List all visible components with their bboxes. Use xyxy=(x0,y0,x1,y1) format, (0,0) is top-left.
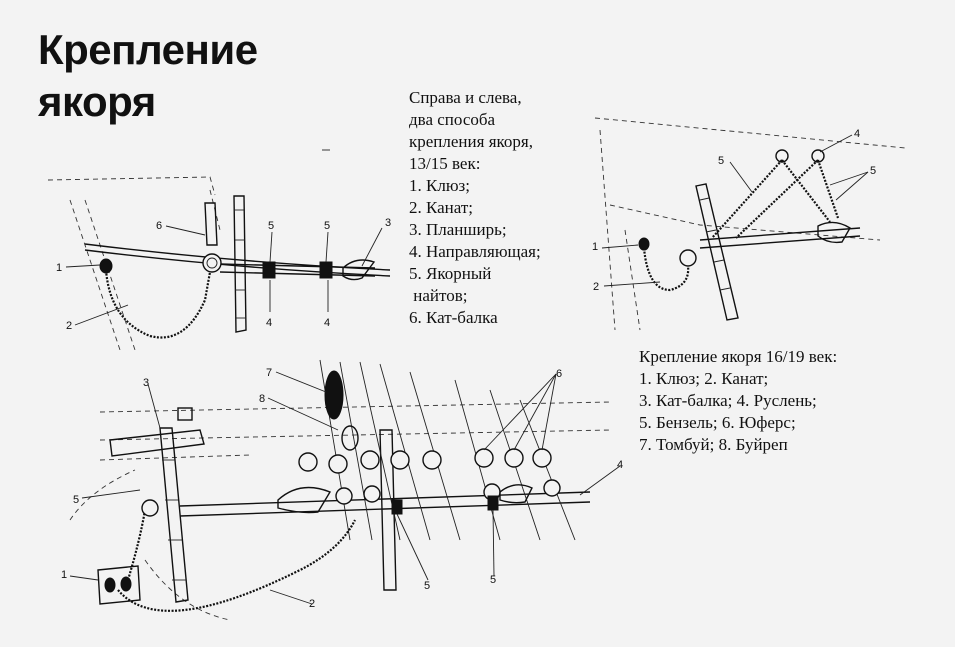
d1-label-cathead: 6 xyxy=(156,220,162,232)
caption-left-line-5: 1. Клюз; xyxy=(409,176,470,195)
d1-label-guide-a: 4 xyxy=(266,317,272,329)
caption-left-line-8: 4. Направляющая; xyxy=(409,242,541,261)
diagram-13-15-right: 4 5 5 1 2 xyxy=(592,117,906,331)
caption-16-19-century: Крепление якоря 16/19 век: 1. Клюз; 2. К… xyxy=(639,346,837,456)
d2-label-eye: 4 xyxy=(854,128,860,140)
d2-label-hawse: 1 xyxy=(592,241,598,253)
d3-label-cathead: 3 xyxy=(143,377,149,389)
caption-right-line-2: 1. Клюз; 2. Канат; xyxy=(639,369,769,388)
caption-left-line-4: 13/15 век: xyxy=(409,154,481,173)
caption-left-line-1: Справа и слева, xyxy=(409,88,522,107)
d2-label-lashing-a: 5 xyxy=(718,155,724,167)
d1-label-cable: 2 xyxy=(66,320,72,332)
caption-left-line-11: 6. Кат-балка xyxy=(409,308,498,327)
caption-left-line-10: найтов; xyxy=(409,286,468,305)
d3-label-seizing-b: 5 xyxy=(490,574,496,586)
d1-label-lashing-a: 5 xyxy=(268,220,274,232)
diagram-13-15-left: 1 2 6 5 5 3 4 4 xyxy=(47,149,391,351)
d3-label-buoy: 7 xyxy=(266,367,272,379)
d3-label-cable: 2 xyxy=(309,598,315,610)
d1-label-planksheer: 3 xyxy=(385,217,391,229)
caption-right-line-5: 7. Томбуй; 8. Буйреп xyxy=(639,435,788,454)
d1-label-lashing-b: 5 xyxy=(324,220,330,232)
diagram-16-19-bottom: 7 8 3 5 6 4 1 2 5 5 xyxy=(61,359,623,621)
d3-label-buoy-rope: 8 xyxy=(259,393,265,405)
d2-label-lashing-b: 5 xyxy=(870,165,876,177)
d2-label-cable: 2 xyxy=(593,281,599,293)
caption-left-line-7: 3. Планширь; xyxy=(409,220,507,239)
title-line-1: Крепление xyxy=(38,26,258,73)
caption-left-line-9: 5. Якорный xyxy=(409,264,492,283)
d3-label-seizing-left: 5 xyxy=(73,494,79,506)
d1-label-guide-b: 4 xyxy=(324,317,330,329)
caption-right-line-4: 5. Бензель; 6. Юферс; xyxy=(639,413,796,432)
caption-right-line-1: Крепление якоря 16/19 век: xyxy=(639,347,838,366)
caption-left-line-3: крепления якоря, xyxy=(409,132,533,151)
caption-right-line-3: 3. Кат-балка; 4. Руслень; xyxy=(639,391,817,410)
d3-label-seizing-a: 5 xyxy=(424,580,430,592)
caption-left-line-6: 2. Канат; xyxy=(409,198,474,217)
caption-13-15-century: Справа и слева, два способа крепления як… xyxy=(409,87,574,329)
d3-label-channel: 4 xyxy=(617,459,623,471)
title-line-2: якоря xyxy=(38,78,156,125)
caption-left-line-2: два способа xyxy=(409,110,496,129)
d1-label-hawse: 1 xyxy=(56,262,62,274)
page-title: Крепление якоря xyxy=(38,24,258,128)
d3-label-deadeye: 6 xyxy=(556,368,562,380)
d3-label-hawse: 1 xyxy=(61,569,67,581)
